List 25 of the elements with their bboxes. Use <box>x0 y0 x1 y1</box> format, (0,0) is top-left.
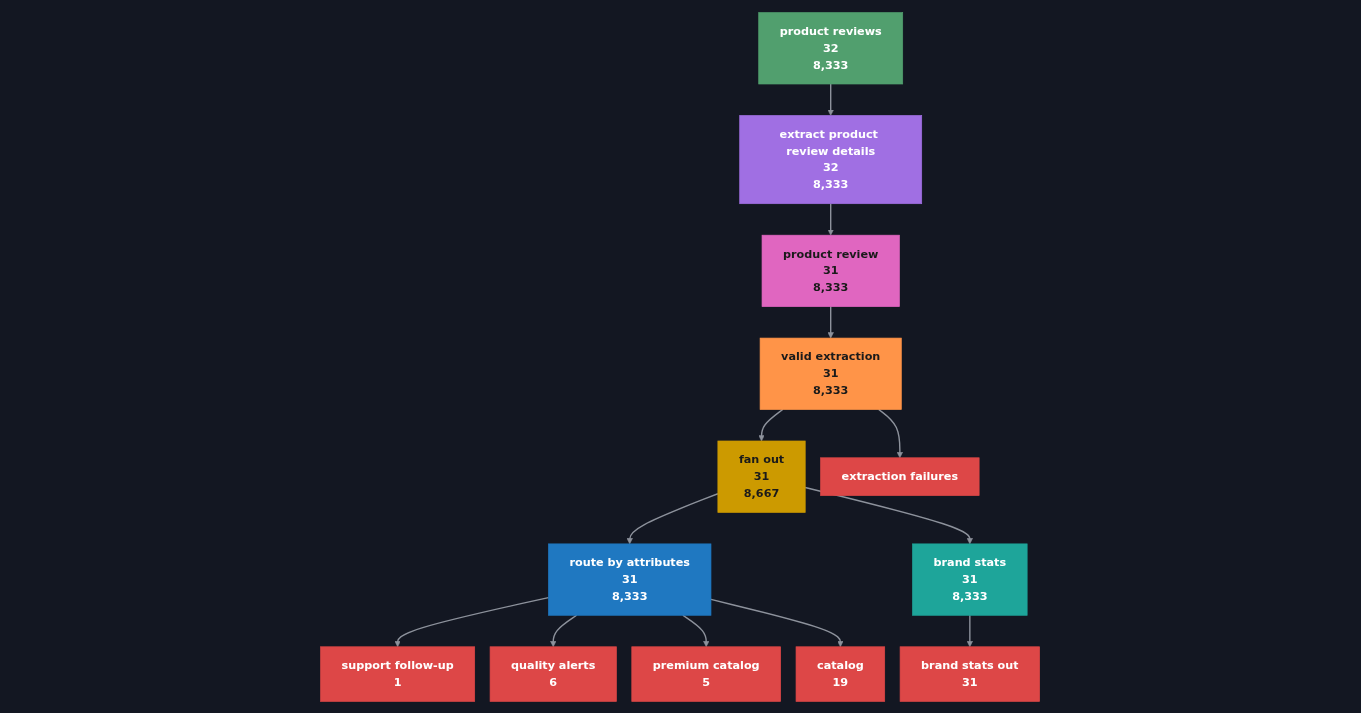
node-box: extraction failures <box>820 456 980 496</box>
arrow <box>627 492 719 544</box>
node-box: brand stats out 31 <box>900 645 1041 702</box>
arrow <box>804 486 974 544</box>
node-box: product review 31 8,333 <box>762 234 901 307</box>
node-box: valid extraction 31 8,333 <box>760 337 903 410</box>
arrow <box>682 614 710 647</box>
arrow <box>828 202 835 235</box>
arrow <box>758 408 784 441</box>
node-box: route by attributes 31 8,333 <box>548 543 712 616</box>
arrow <box>710 598 844 647</box>
arrow <box>967 614 974 647</box>
arrow <box>828 82 835 116</box>
node-box: quality alerts 6 <box>490 645 618 702</box>
arrow <box>394 596 550 647</box>
node-box: support follow-up 1 <box>320 645 476 702</box>
arrow <box>550 614 578 647</box>
node-box: brand stats 31 8,333 <box>912 543 1028 616</box>
arrow <box>828 305 835 338</box>
node-box: fan out 31 8,667 <box>717 440 806 513</box>
node-box: product reviews 32 8,333 <box>758 11 904 84</box>
node-box: premium catalog 5 <box>631 645 782 702</box>
arrow <box>878 408 904 458</box>
node-box: catalog 19 <box>796 645 886 702</box>
node-box: extract product review details 32 8,333 <box>739 114 923 204</box>
